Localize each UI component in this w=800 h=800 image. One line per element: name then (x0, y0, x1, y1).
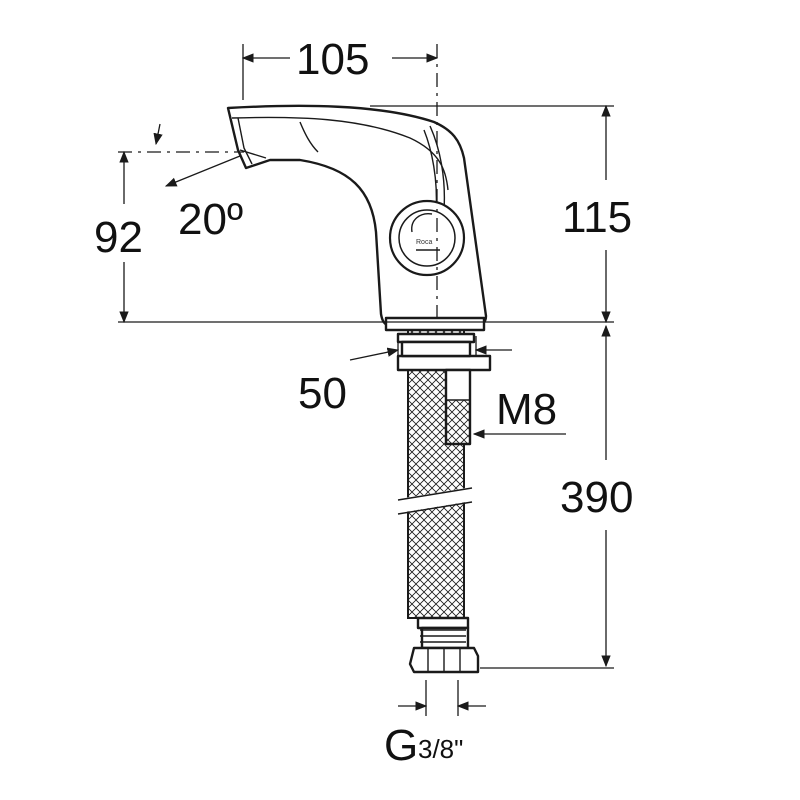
dimension-label-hose-length: 390 (560, 473, 633, 522)
dimension-body-height: 115 (370, 104, 632, 324)
dimension-base-diameter: 50 (298, 336, 512, 418)
dimension-stud-thread: M8 (472, 385, 566, 439)
dimension-label-spout-reach: 105 (296, 35, 369, 84)
dimension-spout-angle: 20º (153, 123, 243, 244)
dimension-spout-reach: 105 (241, 35, 439, 320)
dimension-label-base-diameter: 50 (298, 369, 347, 418)
dimension-label-connection-main: G (384, 721, 418, 770)
threaded-stud (444, 368, 472, 446)
dimension-spout-height: 92 (94, 150, 244, 324)
dimension-label-spout-angle: 20º (178, 195, 243, 244)
dimension-label-spout-height: 92 (94, 213, 143, 262)
brand-logo: Roca (416, 239, 432, 246)
mounting-flange (396, 332, 492, 372)
dimension-label-body-height: 115 (562, 193, 632, 242)
dimension-hose-length: 390 (480, 324, 633, 669)
dimension-label-connection-fraction: 3/8" (418, 734, 463, 764)
dimension-label-stud-thread: M8 (496, 385, 557, 434)
hose-end-fitting (408, 616, 480, 674)
dimension-connection-thread: G 3/8" (384, 680, 486, 770)
sensor-window: Roca (388, 199, 466, 277)
